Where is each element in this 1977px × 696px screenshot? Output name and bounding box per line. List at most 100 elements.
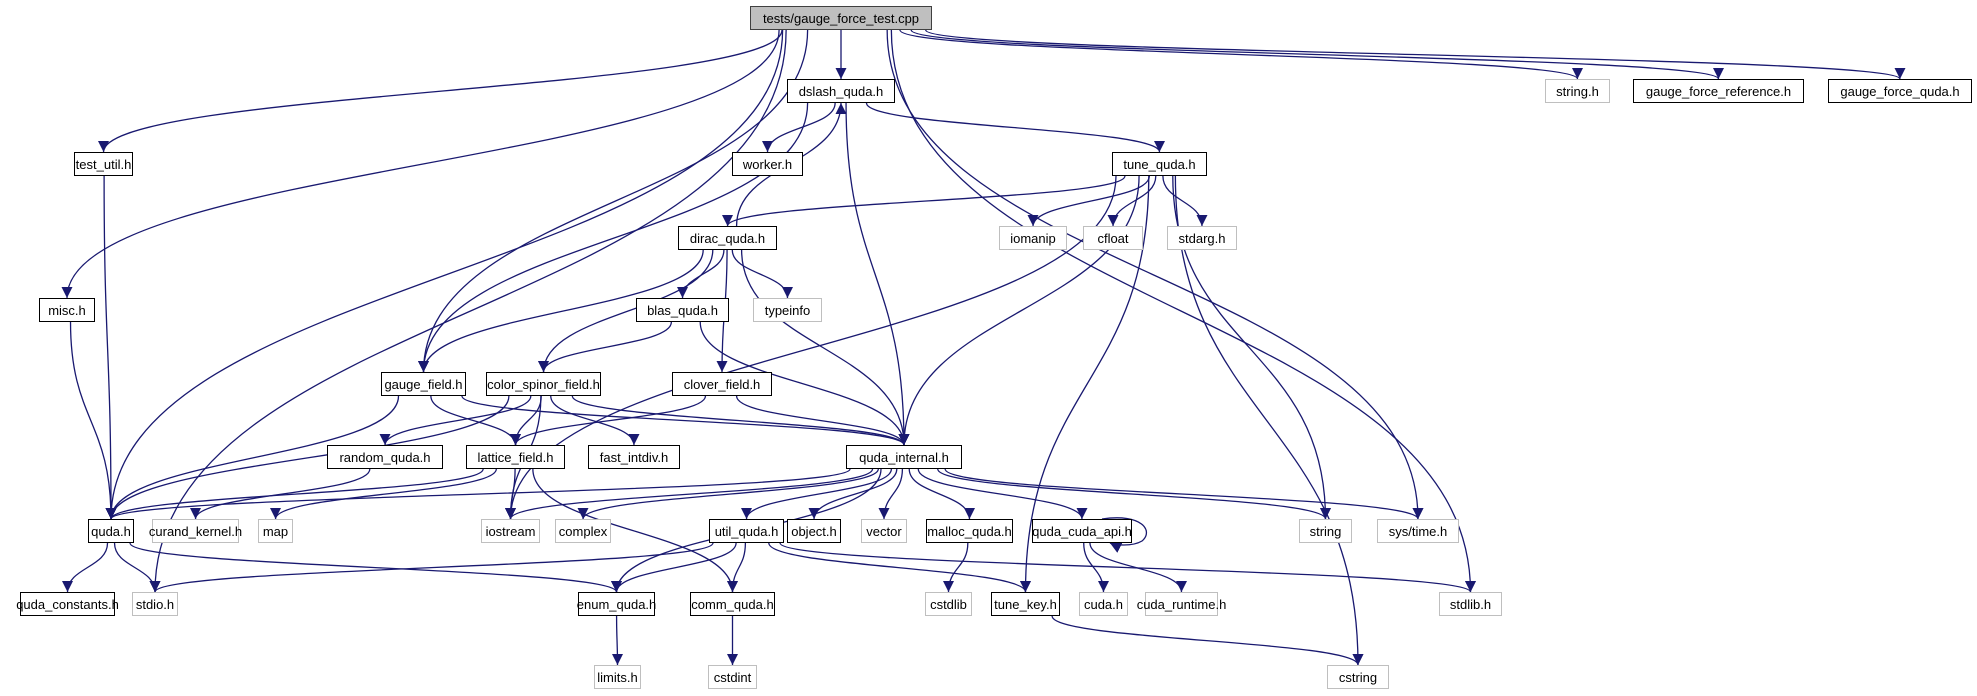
node-quda-constants[interactable]: quda_constants.h: [16, 592, 119, 616]
node-gauge-force-reference[interactable]: gauge_force_reference.h: [1633, 79, 1804, 103]
node-misc[interactable]: misc.h: [39, 298, 95, 322]
node-iostream: iostream: [481, 519, 540, 543]
node-label: blas_quda.h: [647, 302, 718, 318]
edge-tune_quda-to-quda_internal: [898, 175, 1140, 446]
node-label: clover_field.h: [683, 376, 761, 392]
edge-clover_field-to-quda_internal: [735, 395, 910, 446]
edge-gauge_force_test-to-quda: [105, 29, 784, 520]
edge-quda_internal-to-complex: [577, 468, 879, 520]
node-label: worker.h: [742, 156, 793, 172]
edge-tune_quda-to-cfloat: [1107, 175, 1157, 227]
node-cfloat: cfloat: [1083, 226, 1143, 250]
node-blas-quda[interactable]: blas_quda.h: [636, 298, 729, 322]
node-label: iostream: [485, 523, 536, 539]
node-stdio: stdio.h: [132, 592, 178, 616]
edge-gauge_force_test-to-gauge_force_reference: [910, 29, 1724, 80]
node-label: stdlib.h: [1449, 596, 1492, 612]
node-cstdint: cstdint: [708, 665, 757, 689]
node-label: quda_cuda_api.h: [1032, 523, 1132, 539]
node-label: map: [262, 523, 289, 539]
node-object[interactable]: object.h: [787, 519, 841, 543]
edge-malloc_quda-to-cstdlib: [943, 542, 969, 593]
node-typeinfo: typeinfo: [753, 298, 822, 322]
node-label: tune_quda.h: [1123, 156, 1196, 172]
node-label: quda.h: [91, 523, 131, 539]
node-worker[interactable]: worker.h: [732, 152, 803, 176]
edge-gauge_field-to-lattice_field: [430, 395, 521, 446]
node-tune-quda[interactable]: tune_quda.h: [1112, 152, 1207, 176]
node-clover-field[interactable]: clover_field.h: [672, 372, 772, 396]
edge-quda_internal-to-sys_time: [944, 468, 1424, 520]
node-limits: limits.h: [594, 665, 641, 689]
node-tune-key[interactable]: tune_key.h: [991, 592, 1060, 616]
node-label: quda_constants.h: [16, 596, 119, 612]
edge-dslash_quda-to-worker: [762, 102, 836, 153]
node-label: util_quda.h: [714, 523, 779, 539]
edge-color_spinor_field-to-quda_internal: [571, 395, 910, 446]
edge-tune_quda-to-dirac_quda: [722, 175, 1126, 227]
node-string-h: string.h: [1545, 79, 1610, 103]
node-label: vector: [866, 523, 902, 539]
edge-gauge_field-to-quda: [105, 395, 400, 520]
edge-gauge_force_test-to-gauge_field: [418, 29, 809, 373]
edge-quda_internal-to-string: [937, 468, 1331, 520]
edge-color_spinor_field-to-lattice_field: [510, 395, 542, 446]
node-label: gauge_force_quda.h: [1840, 83, 1960, 99]
node-label: enum_quda.h: [576, 596, 657, 612]
node-cuda-runtime: cuda_runtime.h: [1137, 592, 1226, 616]
edge-tune_quda-to-iomanip: [1027, 175, 1151, 227]
node-malloc-quda[interactable]: malloc_quda.h: [926, 519, 1013, 543]
node-dirac-quda[interactable]: dirac_quda.h: [678, 226, 777, 250]
node-label: string.h: [1556, 83, 1599, 99]
node-cstdlib: cstdlib: [925, 592, 972, 616]
edge-tune_quda-to-cstring: [1174, 175, 1364, 666]
edge-tune_key-to-cstring: [1051, 615, 1364, 666]
edge-util_quda-to-stdio: [149, 542, 714, 593]
node-label: cstdint: [713, 669, 752, 685]
node-map: map: [258, 519, 293, 543]
node-curand-kernel: curand_kernel.h: [149, 519, 242, 543]
edge-color_spinor_field-to-quda: [105, 395, 510, 520]
node-stdlib: stdlib.h: [1439, 592, 1502, 616]
node-label: color_spinor_field.h: [487, 376, 600, 392]
edge-tune_quda-to-tune_key: [1020, 175, 1150, 593]
edge-quda_internal-to-iostream: [505, 468, 874, 520]
node-gauge-force-test[interactable]: tests/gauge_force_test.cpp: [750, 6, 932, 30]
edge-gauge_force_test-to-sys_time: [886, 29, 1424, 520]
node-random-quda[interactable]: random_quda.h: [327, 445, 443, 469]
node-dslash-quda[interactable]: dslash_quda.h: [787, 79, 895, 103]
node-quda[interactable]: quda.h: [88, 519, 134, 543]
node-enum-quda[interactable]: enum_quda.h: [576, 592, 657, 616]
node-gauge-force-quda[interactable]: gauge_force_quda.h: [1828, 79, 1972, 103]
edge-gauge_force_test-to-string_h: [899, 29, 1583, 80]
edge-dirac_quda-to-quda_internal: [740, 249, 910, 446]
edge-random_quda-to-curand_kernel: [190, 468, 371, 520]
edge-gauge_force_test-to-misc: [61, 29, 780, 299]
edge-gauge_field-to-quda_internal: [461, 395, 910, 446]
edges-layer: [61, 29, 1906, 666]
edge-lattice_field-to-comm_quda: [532, 468, 738, 593]
node-vector: vector: [861, 519, 907, 543]
edge-blas_quda-to-quda_internal: [699, 321, 910, 446]
node-gauge-field[interactable]: gauge_field.h: [381, 372, 466, 396]
node-quda-cuda-api[interactable]: quda_cuda_api.h: [1032, 519, 1132, 543]
node-label: iomanip: [1010, 230, 1056, 246]
node-label: gauge_force_reference.h: [1645, 83, 1792, 99]
node-label: cstdlib: [930, 596, 967, 612]
edge-quda_internal-to-quda_cuda_api: [917, 468, 1088, 520]
node-comm-quda[interactable]: comm_quda.h: [690, 592, 775, 616]
node-label: tune_key.h: [994, 596, 1057, 612]
node-lattice-field[interactable]: lattice_field.h: [466, 445, 565, 469]
node-quda-internal[interactable]: quda_internal.h: [846, 445, 962, 469]
edge-color_spinor_field-to-random_quda: [379, 395, 532, 446]
edge-util_quda-to-enum_quda: [611, 542, 737, 593]
node-color-spinor-field[interactable]: color_spinor_field.h: [486, 372, 601, 396]
node-stdarg: stdarg.h: [1167, 226, 1237, 250]
node-label: cstring: [1338, 669, 1378, 685]
edge-clover_field-to-lattice_field: [510, 395, 707, 446]
edge-dirac_quda-to-color_spinor_field: [538, 249, 714, 373]
node-util-quda[interactable]: util_quda.h: [709, 519, 784, 543]
node-test-util[interactable]: test_util.h: [74, 152, 133, 176]
node-fast-intdiv[interactable]: fast_intdiv.h: [588, 445, 680, 469]
